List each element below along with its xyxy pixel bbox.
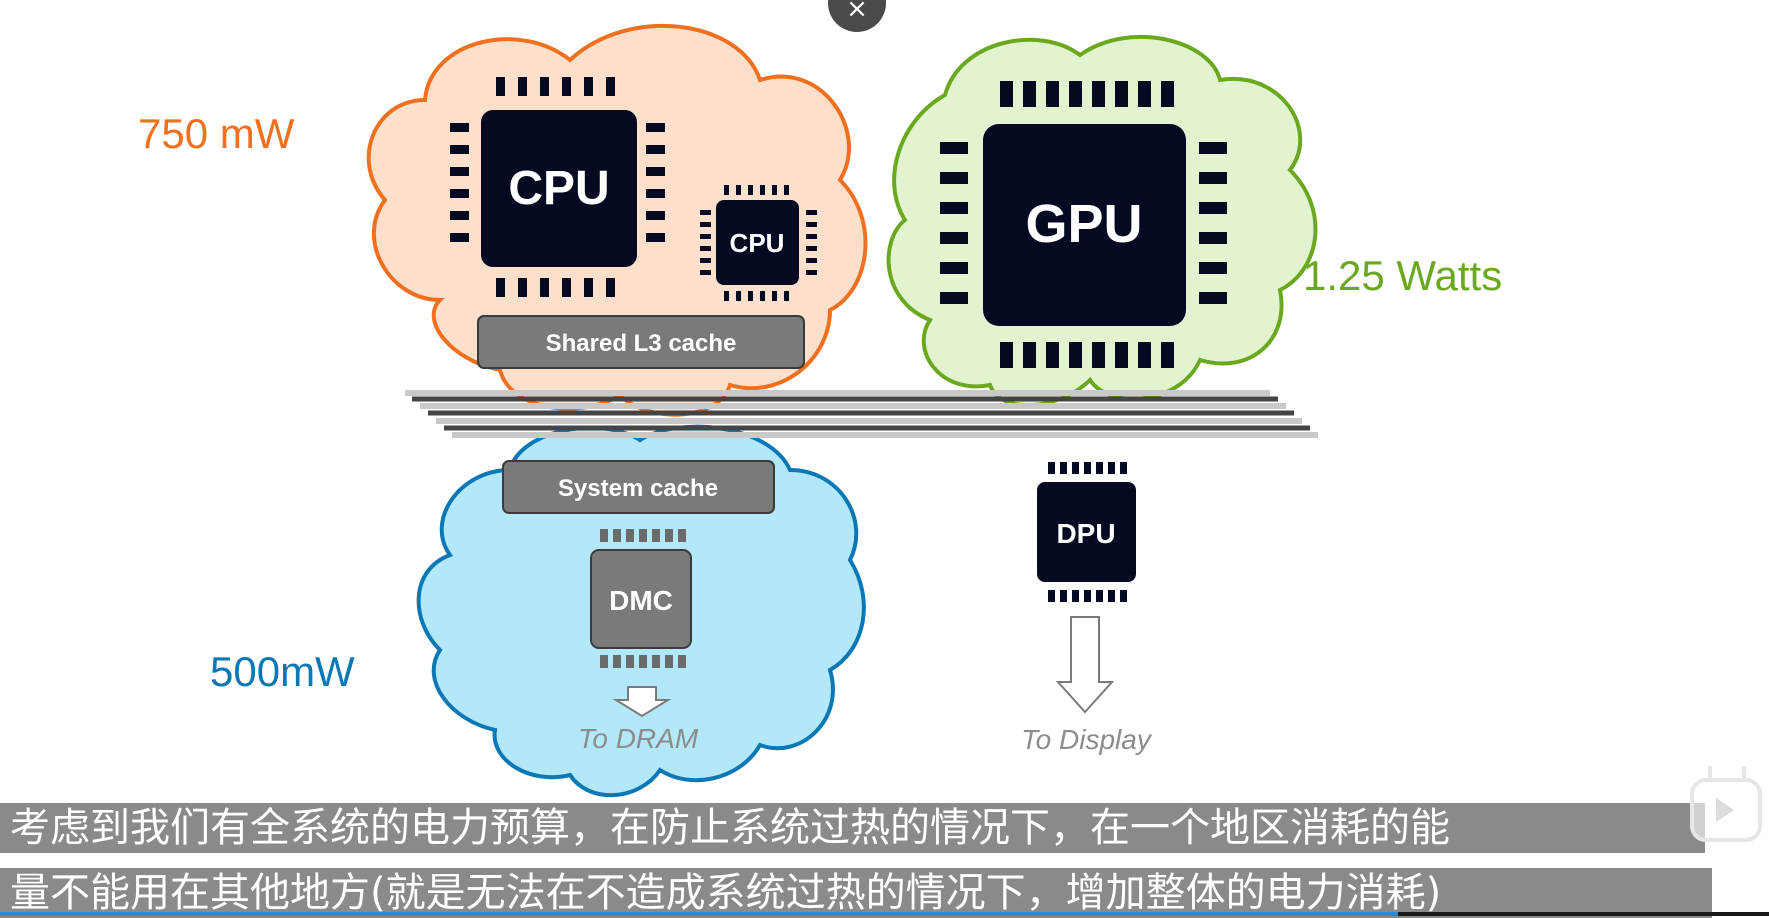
dmc-chip-label: DMC <box>609 585 673 616</box>
to-dram-label: To DRAM <box>578 723 699 754</box>
cpu-big-core-chip: CPU <box>450 77 665 297</box>
cpu-power-label: 750 mW <box>138 110 295 157</box>
dmc-chip: DMC <box>590 529 692 668</box>
close-icon: × <box>846 0 868 24</box>
cpu-big-core-label: CPU <box>508 162 609 215</box>
subtitle-line-1: 考虑到我们有全系统的电力预算，在防止系统过热的情况下，在一个地区消耗的能 <box>0 803 1705 853</box>
gpu-power-label: 1.25 Watts <box>1303 252 1502 299</box>
shared-l3-cache: Shared L3 cache <box>477 315 805 369</box>
gpu-chip-label: GPU <box>1025 194 1142 254</box>
cpu-little-core-label: CPU <box>730 228 785 258</box>
to-display-arrow <box>1055 616 1115 714</box>
dpu-chip: DPU <box>1037 462 1136 602</box>
to-display-label: To Display <box>1021 724 1153 755</box>
subtitle-line-2: 量不能用在其他地方(就是无法在不造成系统过热的情况下，增加整体的电力消耗) <box>0 868 1712 918</box>
system-cache-label: System cache <box>558 475 718 502</box>
interconnect-bus <box>405 390 1318 438</box>
memory-power-label: 500mW <box>210 648 355 695</box>
shared-l3-cache-label: Shared L3 cache <box>546 330 737 357</box>
to-dram-arrow <box>612 686 672 718</box>
system-cache: System cache <box>502 460 775 514</box>
tv-play-icon[interactable] <box>1690 778 1762 842</box>
cpu-little-core-chip: CPU <box>700 185 817 301</box>
gpu-chip: GPU <box>940 81 1227 368</box>
dpu-chip-label: DPU <box>1056 518 1115 549</box>
video-progress-fill <box>0 912 1398 916</box>
video-progress-bar[interactable] <box>0 912 1769 916</box>
